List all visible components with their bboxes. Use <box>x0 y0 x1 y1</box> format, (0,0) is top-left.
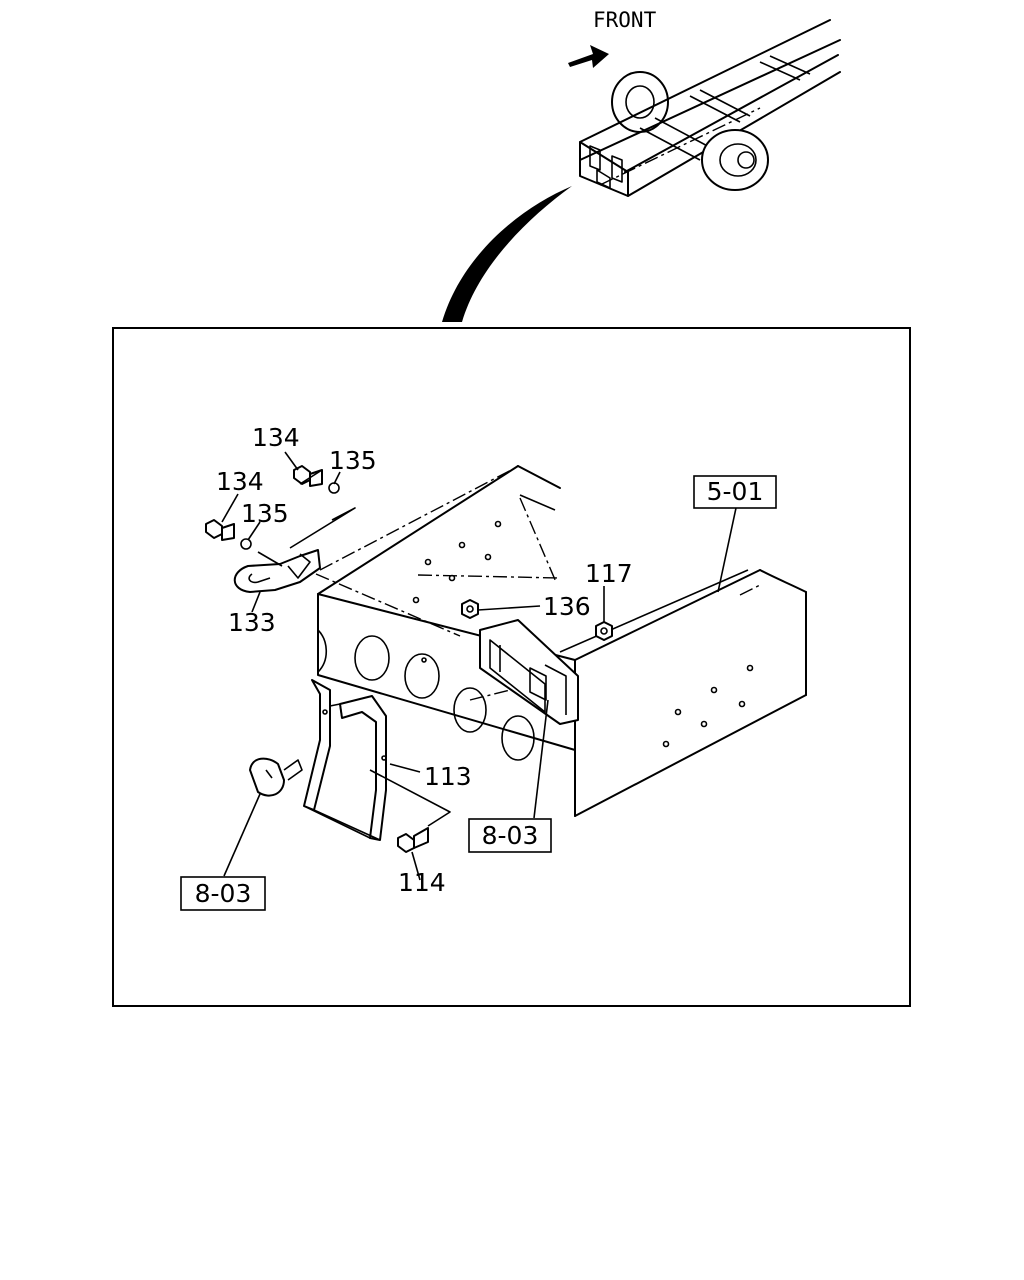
bolt-114 <box>397 827 429 853</box>
callout-135-upper: 135 <box>329 446 377 475</box>
bolt-134-lower <box>205 519 252 550</box>
vehicle-overview: FRONT <box>568 8 841 197</box>
front-arrow-icon <box>568 45 609 68</box>
ref-8-03-center-label: 8-03 <box>482 821 539 850</box>
ref-5-01-label: 5-01 <box>707 477 764 506</box>
rear-combination-lamp <box>469 619 579 725</box>
lamp-bracket <box>303 679 387 841</box>
nut-117 <box>595 621 613 641</box>
callout-117: 117 <box>585 559 633 588</box>
pointer-swoosh <box>442 186 572 322</box>
ref-8-03-left-label: 8-03 <box>195 879 252 908</box>
detail-frame <box>112 327 911 1007</box>
marker-lamp <box>249 757 303 797</box>
callout-133: 133 <box>228 608 276 637</box>
callout-134-lower: 134 <box>216 467 264 496</box>
callout-135-lower: 135 <box>241 499 289 528</box>
callout-134-upper: 134 <box>252 423 300 452</box>
ref-box-8-03-center[interactable]: 8-03 <box>468 818 552 853</box>
nut-136 <box>461 599 479 619</box>
tow-hook <box>233 549 461 637</box>
callout-136: 136 <box>543 592 591 621</box>
callout-114: 114 <box>398 868 446 897</box>
ref-box-5-01[interactable]: 5-01 <box>693 475 777 509</box>
callout-113: 113 <box>424 762 472 791</box>
leader-lines <box>221 451 737 881</box>
front-label: FRONT <box>593 8 657 32</box>
ref-box-8-03-left[interactable]: 8-03 <box>180 876 266 911</box>
